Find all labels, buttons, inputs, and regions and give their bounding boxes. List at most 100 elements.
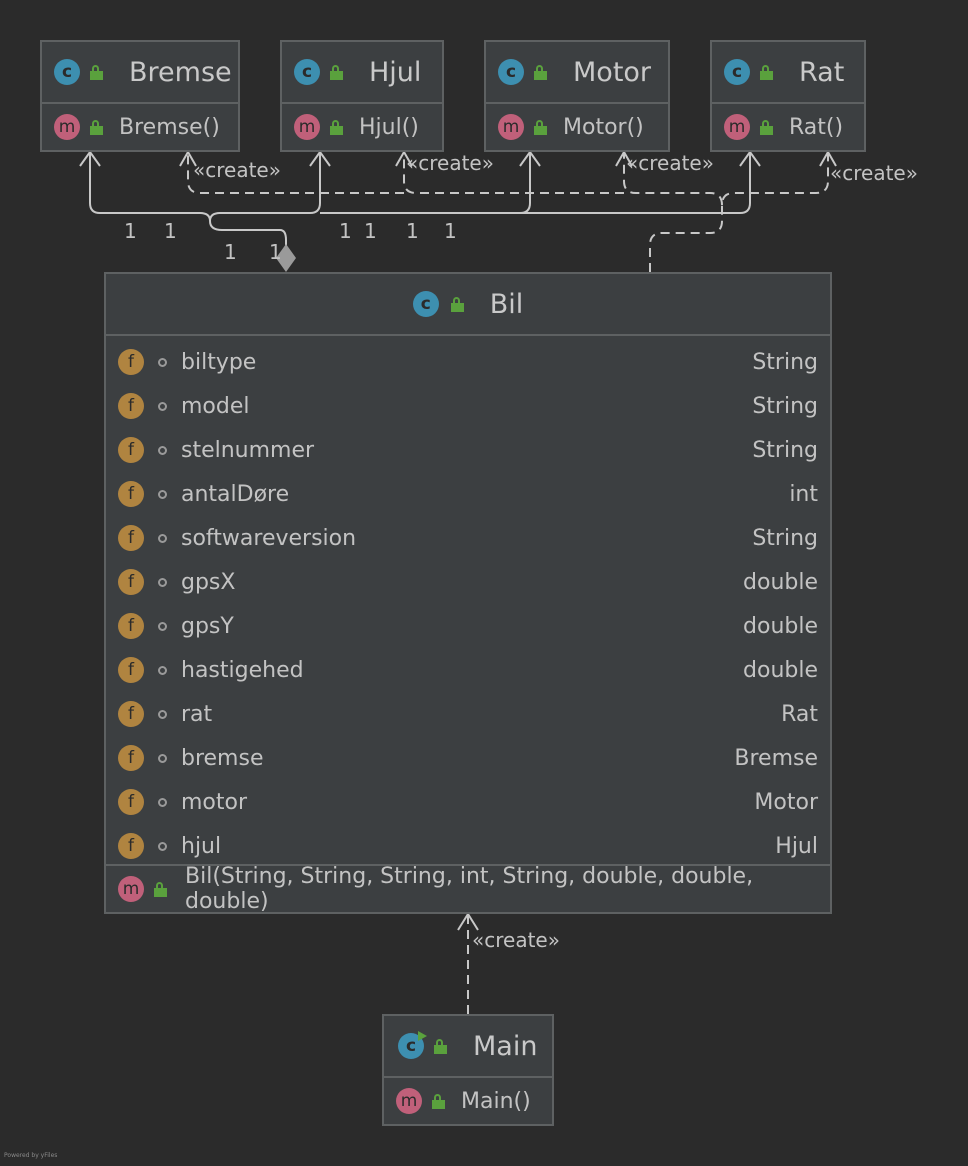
field-row[interactable]: f stelnummer String	[106, 428, 830, 472]
create-label-main: «create»	[472, 928, 560, 952]
lock-icon	[432, 1093, 445, 1109]
field-row[interactable]: f model String	[106, 384, 830, 428]
create-line-hjul	[403, 154, 624, 194]
field-type: Motor	[754, 789, 818, 815]
field-name: antalDøre	[181, 481, 290, 507]
lock-icon	[450, 296, 464, 312]
class-name: Hjul	[369, 56, 422, 88]
lock-icon	[434, 1038, 447, 1054]
class-name: Motor	[573, 56, 652, 88]
class-name: Rat	[799, 56, 845, 88]
field-row[interactable]: f biltype String	[106, 340, 830, 384]
class-header: c Hjul	[282, 42, 442, 104]
class-box-bremse[interactable]: c Bremse m Bremse()	[40, 40, 240, 152]
field-type: String	[752, 525, 818, 551]
field-name: softwareversion	[181, 525, 357, 551]
lock-icon	[90, 119, 103, 135]
field-row[interactable]: f motor Motor	[106, 780, 830, 824]
method-icon: m	[396, 1088, 422, 1114]
method-row[interactable]: m Bremse()	[42, 104, 238, 150]
field-type: String	[752, 349, 818, 375]
class-header: c Main	[384, 1016, 552, 1078]
field-name: stelnummer	[181, 437, 315, 463]
field-row[interactable]: f softwareversion String	[106, 516, 830, 560]
field-name: model	[181, 393, 250, 419]
field-row[interactable]: f bremse Bremse	[106, 736, 830, 780]
package-visibility-icon	[158, 621, 167, 631]
field-icon: f	[118, 481, 144, 507]
field-icon: f	[118, 613, 144, 639]
class-icon: c	[724, 59, 750, 85]
class-box-rat[interactable]: c Rat m Rat()	[710, 40, 866, 152]
create-line-motor	[623, 154, 723, 206]
multiplicity-label: 1	[406, 219, 419, 243]
method-row[interactable]: m Bil(String, String, String, int, Strin…	[106, 864, 830, 914]
class-header: c Bil	[106, 274, 830, 336]
class-icon: c	[498, 59, 524, 85]
class-header: c Bremse	[42, 42, 238, 104]
composition-diamond	[276, 244, 296, 272]
lock-icon	[90, 64, 103, 80]
composition-line-rat	[520, 152, 751, 214]
class-name: Bremse	[129, 56, 232, 88]
package-visibility-icon	[158, 489, 167, 499]
multiplicity-label: 1	[224, 240, 237, 264]
field-name: biltype	[181, 349, 257, 375]
package-visibility-icon	[158, 709, 167, 719]
package-visibility-icon	[158, 797, 167, 807]
class-box-main[interactable]: c Main m Main()	[382, 1014, 554, 1126]
multiplicity-label: 1	[269, 240, 282, 264]
field-icon: f	[118, 393, 144, 419]
field-row[interactable]: f gpsY double	[106, 604, 830, 648]
lock-icon	[760, 119, 773, 135]
field-type: double	[743, 569, 818, 595]
field-row[interactable]: f rat Rat	[106, 692, 830, 736]
field-row[interactable]: f hjul Hjul	[106, 824, 830, 868]
field-icon: f	[118, 745, 144, 771]
field-icon: f	[118, 833, 144, 859]
class-icon: c	[294, 59, 320, 85]
multiplicity-label: 1	[124, 219, 137, 243]
method-name: Hjul()	[359, 114, 419, 140]
field-type: String	[752, 437, 818, 463]
field-name: gpsY	[181, 613, 234, 639]
lock-icon	[534, 119, 547, 135]
lock-icon	[330, 64, 343, 80]
lock-icon	[154, 881, 167, 897]
class-header: c Rat	[712, 42, 864, 104]
method-row[interactable]: m Main()	[384, 1078, 552, 1124]
class-box-bil[interactable]: c Bil f biltype String f model String f …	[104, 272, 832, 914]
field-icon: f	[118, 349, 144, 375]
method-name: Bremse()	[119, 114, 220, 140]
powered-by-label: Powered by yFiles	[4, 1152, 58, 1159]
method-row[interactable]: m Rat()	[712, 104, 864, 150]
method-name: Rat()	[789, 114, 844, 140]
class-icon: c	[54, 59, 80, 85]
lock-icon	[534, 64, 547, 80]
create-line-rat	[649, 154, 829, 272]
field-type: Hjul	[775, 833, 818, 859]
class-header: c Motor	[486, 42, 668, 104]
field-icon: f	[118, 657, 144, 683]
method-icon: m	[498, 114, 524, 140]
multiplicity-label: 1	[339, 219, 352, 243]
field-row[interactable]: f gpsX double	[106, 560, 830, 604]
class-box-motor[interactable]: c Motor m Motor()	[484, 40, 670, 152]
field-row[interactable]: f hastigehed double	[106, 648, 830, 692]
composition-line-hjul	[209, 152, 321, 222]
create-label-bremse: «create»	[193, 158, 281, 182]
create-line-bremse	[187, 154, 404, 194]
field-icon: f	[118, 437, 144, 463]
field-type: String	[752, 393, 818, 419]
field-row[interactable]: f antalDøre int	[106, 472, 830, 516]
class-box-hjul[interactable]: c Hjul m Hjul()	[280, 40, 444, 152]
package-visibility-icon	[158, 841, 167, 851]
method-name: Bil(String, String, String, int, String,…	[185, 864, 754, 914]
method-row[interactable]: m Motor()	[486, 104, 668, 150]
field-type: double	[743, 613, 818, 639]
field-icon: f	[118, 701, 144, 727]
create-label-rat: «create»	[830, 161, 918, 185]
create-label-hjul: «create»	[406, 151, 494, 175]
lock-icon	[760, 64, 773, 80]
method-row[interactable]: m Hjul()	[282, 104, 442, 150]
